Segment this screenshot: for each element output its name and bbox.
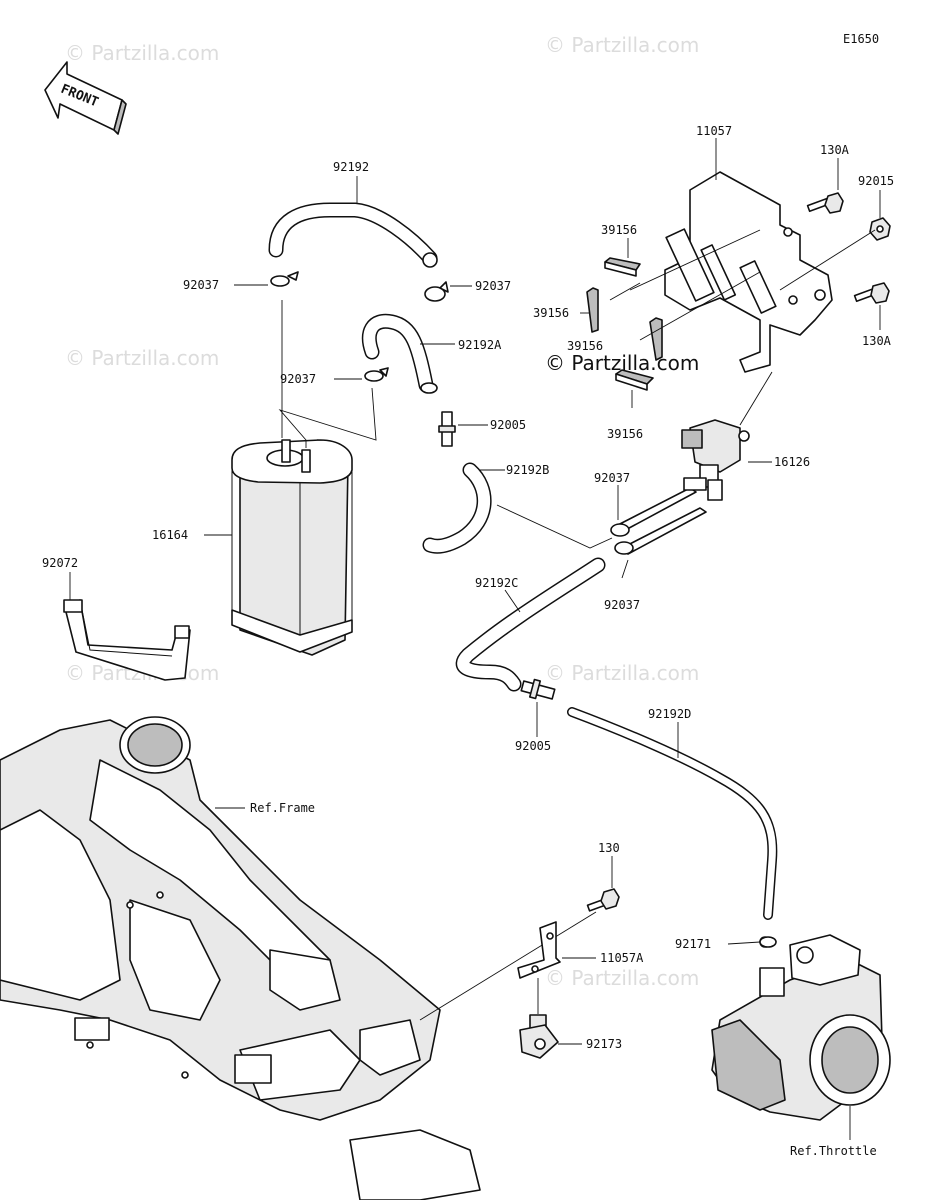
hose-92192B: [422, 462, 505, 554]
label-130: 130: [598, 841, 620, 855]
label-130A-top: 130A: [820, 143, 850, 157]
clamp-92037-a: [234, 271, 299, 287]
joint-92005-lower: [520, 678, 556, 737]
label-ref-throttle: Ref.Throttle: [790, 1144, 877, 1158]
label-92005-lower: 92005: [515, 739, 551, 753]
watermark: © Partzilla.com: [65, 346, 219, 370]
bolt-130: [419, 856, 620, 1021]
label-39156-a: 39156: [601, 223, 637, 237]
leaders-92037-lower: [496, 485, 634, 579]
bracket-11057A: [517, 921, 596, 1014]
hose-92192: [268, 176, 438, 268]
label-92192: 92192: [333, 160, 369, 174]
label-92037-b: 92037: [475, 279, 511, 293]
label-92037-d: 92037: [594, 471, 630, 485]
label-11057: 11057: [696, 124, 732, 138]
watermark: © Partzilla.com: [545, 966, 699, 990]
label-92192D: 92192D: [648, 707, 691, 721]
label-92015: 92015: [858, 174, 894, 188]
label-16126: 16126: [774, 455, 810, 469]
band-92072: [63, 572, 191, 681]
label-130A-bottom: 130A: [862, 334, 892, 348]
label-92173: 92173: [586, 1037, 622, 1051]
clamp-92037-c: [334, 367, 389, 382]
label-16164: 16164: [152, 528, 188, 542]
part-labels: 11057 130A 92015 39156 39156 39156 39156…: [42, 124, 894, 1158]
label-39156-c: 39156: [567, 339, 603, 353]
nut-92015: [869, 217, 891, 241]
label-39156-d: 39156: [607, 427, 643, 441]
label-92171: 92171: [675, 937, 711, 951]
pads-39156: [586, 257, 663, 391]
label-11057A: 11057A: [600, 951, 644, 965]
bracket-11057: [664, 171, 833, 373]
clip-92171: [759, 936, 777, 948]
label-39156-b: 39156: [533, 306, 569, 320]
bolt-130A-top: [806, 192, 844, 214]
label-92037-a: 92037: [183, 278, 219, 292]
clamp-92037-b: [424, 281, 472, 302]
hose-92192C: [455, 557, 606, 692]
throttle-body-reference: [711, 934, 891, 1140]
label-92072: 92072: [42, 556, 78, 570]
diagram-code: E1650: [843, 32, 879, 46]
watermark: © Partzilla.com: [545, 33, 699, 57]
hose-92192A: [361, 313, 455, 394]
label-92192B: 92192B: [506, 463, 549, 477]
clamp-92173: [519, 1014, 582, 1059]
watermark: © Partzilla.com: [545, 661, 699, 685]
label-ref-frame: Ref.Frame: [250, 801, 315, 815]
label-92037-e: 92037: [604, 598, 640, 612]
frame-reference: [0, 716, 481, 1200]
watermark: © Partzilla.com: [65, 41, 219, 65]
label-92192A: 92192A: [458, 338, 502, 352]
label-92005-upper: 92005: [490, 418, 526, 432]
label-92192C: 92192C: [475, 576, 518, 590]
joint-92005-upper: [438, 411, 488, 447]
canister-16164: [204, 300, 377, 656]
leaders-upper-right: [580, 138, 881, 426]
bolt-130A-bottom: [853, 282, 890, 304]
label-92037-c: 92037: [280, 372, 316, 386]
front-arrow: FRONT: [44, 61, 127, 135]
hose-92192D: [567, 707, 778, 920]
